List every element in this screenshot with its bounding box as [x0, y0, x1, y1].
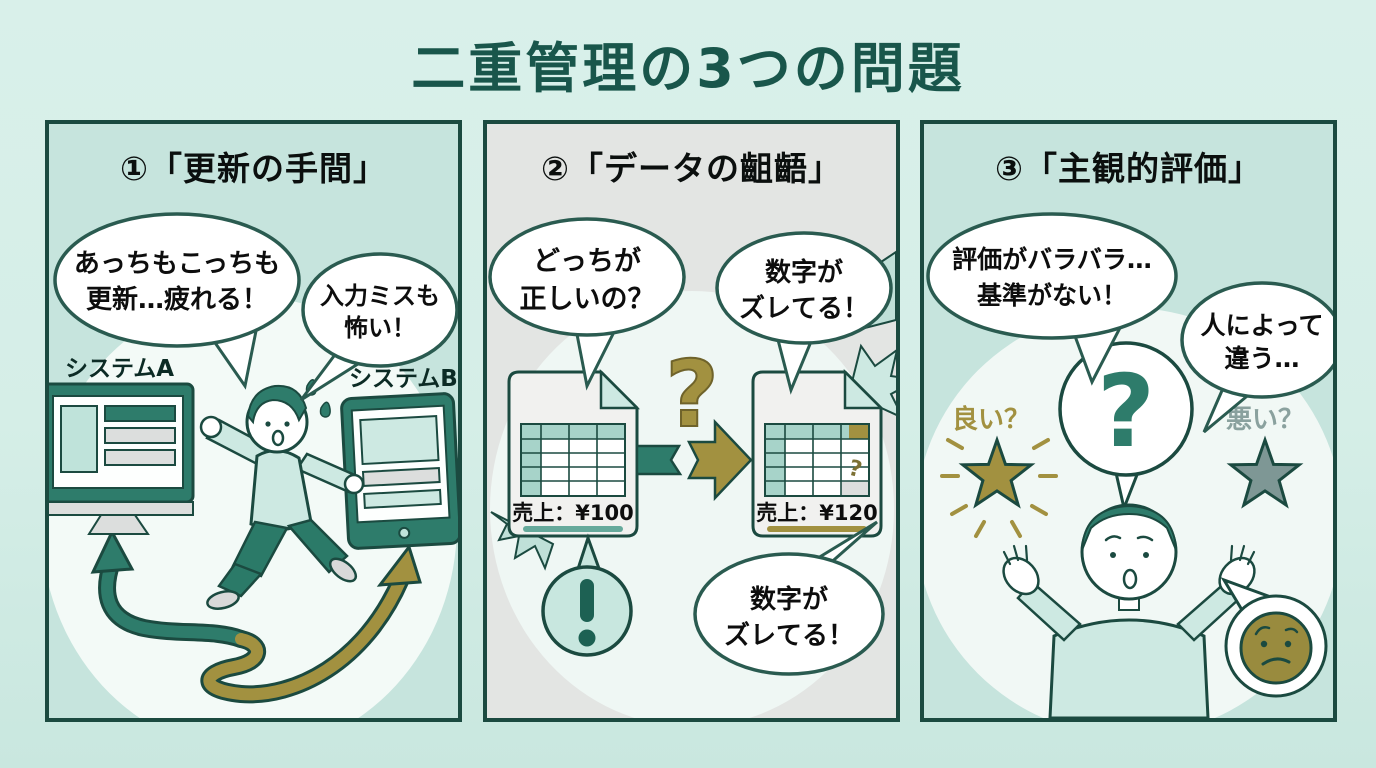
- fist: [199, 415, 223, 439]
- bubble-line: あっちもこっちも: [74, 249, 280, 279]
- hand: [343, 473, 365, 495]
- running-person: [199, 379, 365, 610]
- panel1-illustration: システムA システムB: [49, 212, 458, 718]
- spreadsheet-table: [520, 423, 626, 497]
- tablet-row-2: [363, 488, 442, 509]
- arrow-teal-piece: [635, 444, 683, 476]
- bubble-line: 評価がバラバラ…: [952, 245, 1152, 274]
- caption-underline-gold: [767, 526, 867, 532]
- arrow-teal-path: [101, 556, 247, 645]
- panel-update-hassle: ①「更新の手間」: [45, 120, 462, 722]
- mismatched-cell-gold: [849, 424, 869, 439]
- page-title: 二重管理の3つの問題: [411, 37, 965, 100]
- bubble-line: 更新…疲れる！: [86, 284, 268, 315]
- system-a-label: システムA: [65, 356, 174, 382]
- speech-bubble-no-standard: 評価がバラバラ… 基準がない！: [926, 212, 1178, 386]
- panel1-header: ①「更新の手間」: [120, 149, 387, 188]
- bubble-line: 人によって: [1200, 311, 1323, 340]
- sweat-drop-2: [319, 401, 331, 418]
- shrugging-person: [1002, 503, 1256, 718]
- tablet-block: [359, 415, 440, 466]
- screen-row-3: [104, 449, 176, 466]
- exclamation-bar: [580, 579, 594, 622]
- tablet-home-button: [398, 526, 411, 539]
- label-good: 良い？: [952, 404, 1030, 435]
- exclamation-dot: [578, 629, 596, 647]
- winding-double-arrow: [90, 528, 422, 704]
- frown: [1261, 657, 1291, 666]
- panel-subjective-evaluation: ③「主観的評価」 良い？: [920, 120, 1337, 722]
- arrow-gold-piece: [686, 418, 753, 502]
- question-mark: ?: [665, 341, 718, 448]
- bubble-line: 数字が: [765, 257, 843, 288]
- caption-underline-teal: [523, 526, 623, 532]
- cell-question-mark: ?: [846, 456, 864, 483]
- bubble-line: 数字が: [750, 584, 828, 615]
- arrow-gold-path: [203, 573, 407, 701]
- bad-star: [1226, 435, 1304, 509]
- panel2-illustration: ? 売上：¥100: [488, 217, 896, 718]
- bubble-line: 基準がない！: [977, 281, 1127, 310]
- screen-sidebar-block: [60, 405, 98, 473]
- left-hand: [1002, 544, 1040, 596]
- star-rays: [940, 438, 1058, 538]
- bubble-line: 怖い！: [344, 314, 416, 342]
- bubble-line: ズレてる！: [739, 293, 869, 324]
- good-star: [940, 435, 1058, 538]
- worried-emoji-bubble: [1220, 577, 1328, 698]
- open-mouth: [271, 429, 285, 447]
- question-mark: ?: [1097, 353, 1155, 470]
- system-b-tablet: [340, 392, 458, 550]
- hair: [1081, 504, 1177, 551]
- tablet-row-1: [361, 466, 441, 488]
- screen-row-1: [104, 405, 176, 422]
- system-b-label: システムB: [349, 366, 458, 392]
- hair: [246, 384, 308, 425]
- speech-bubble-which: どっちが 正しいの？: [488, 217, 686, 391]
- burst-decoration: [490, 511, 555, 571]
- open-mouth: [1122, 568, 1138, 590]
- torso: [1048, 618, 1210, 718]
- bubble-line: ズレてる！: [724, 620, 854, 651]
- monitor-stand: [87, 514, 150, 535]
- folded-corner: [843, 368, 885, 410]
- broken-arrow: [635, 418, 753, 502]
- panel3-illustration: 良い？ 悪い？ ?: [924, 212, 1333, 718]
- worried-face: [1239, 611, 1313, 685]
- bubble-line: どっちが: [533, 245, 641, 277]
- spreadsheet-table: ?: [764, 423, 870, 497]
- shoe-front: [206, 590, 240, 610]
- speech-bubble-miss: 入力ミスも 怖い！: [299, 252, 458, 402]
- panel3-header: ③「主観的評価」: [995, 149, 1262, 188]
- screen-row-2: [104, 427, 176, 444]
- bubble-line: 入力ミスも: [320, 282, 440, 310]
- doc-caption: 売上：¥100: [512, 501, 633, 525]
- label-bad: 悪い？: [1226, 405, 1304, 435]
- panel-data-discrepancy: ②「データの齟齬」 ? 売上：¥100: [483, 120, 900, 722]
- folded-corner: [599, 368, 641, 410]
- exclamation-badge: [541, 533, 633, 657]
- doc-caption: 売上：¥120: [756, 501, 877, 525]
- speech-bubble-mismatch-bottom: 数字が ズレてる！: [693, 520, 885, 676]
- arrowhead-to-system-a: [90, 528, 135, 574]
- document-sales-100: 売上：¥100: [490, 368, 641, 571]
- bubble-line: 正しいの？: [520, 284, 655, 315]
- shoe-back: [328, 557, 358, 583]
- speech-bubble-mismatch-top: 数字が ズレてる！: [715, 231, 896, 395]
- bubble-line: 違う…: [1224, 344, 1299, 373]
- speech-bubble-depends: 人によって 違う…: [1180, 281, 1333, 434]
- system-a-monitor: [49, 382, 195, 535]
- panel2-header: ②「データの齟齬」: [541, 149, 842, 188]
- speech-bubble-tired: あっちもこっちも 更新…疲れる！: [53, 212, 301, 390]
- arrowhead-to-system-b: [376, 543, 422, 587]
- document-sales-120: ? 売上：¥120: [751, 343, 896, 538]
